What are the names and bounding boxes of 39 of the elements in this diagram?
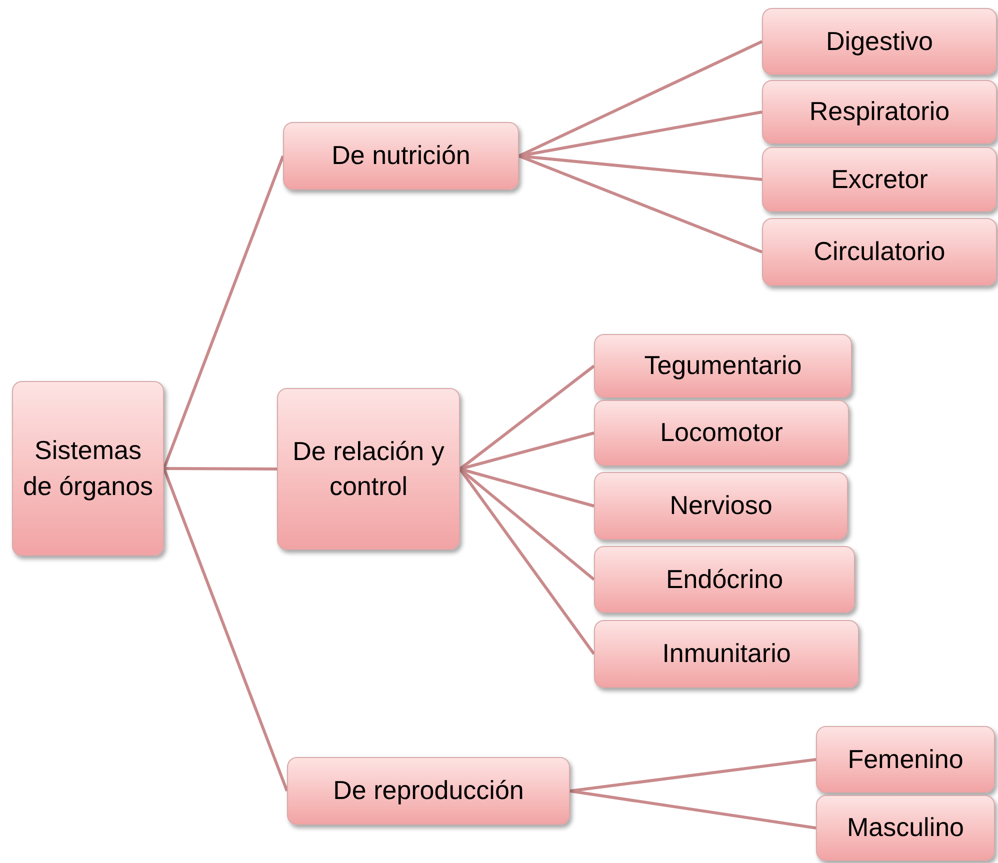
- connector-line: [162, 468, 288, 792]
- box-label: De nutrición: [332, 139, 470, 172]
- category-box: [594, 546, 855, 613]
- box-label: Nervioso: [670, 489, 772, 522]
- box-label: Tegumentario: [644, 349, 802, 382]
- category-box: [594, 620, 859, 688]
- box-label: Endócrino: [666, 562, 784, 596]
- box-label: Digestivo: [826, 24, 933, 58]
- box-label: Femenino: [848, 742, 964, 776]
- box-label: Respiratorio: [809, 95, 950, 128]
- category-box: [762, 147, 997, 212]
- box-label: De reproducción: [333, 774, 524, 808]
- box-label: Locomotor: [660, 416, 783, 450]
- box-label: Masculino: [846, 811, 964, 844]
- category-box: [287, 757, 570, 825]
- box-label: Inmunitario: [662, 637, 791, 670]
- category-box: [594, 472, 848, 540]
- connector-line: [518, 154, 763, 254]
- connector-line: [570, 790, 816, 830]
- category-box: [594, 334, 852, 398]
- category-box: [762, 218, 997, 286]
- connector-line: [570, 758, 816, 792]
- category-box: [762, 80, 997, 144]
- box-label: Sistemas de órganos: [22, 434, 154, 502]
- category-box: [12, 381, 164, 556]
- connector-line: [458, 468, 596, 655]
- box-label: De relación y control: [292, 434, 446, 503]
- category-box: [816, 726, 995, 793]
- box-label: Circulatorio: [814, 235, 946, 268]
- connector-line: [459, 364, 595, 470]
- category-box: [762, 8, 997, 75]
- category-box: [816, 795, 995, 861]
- connector-line: [518, 40, 763, 158]
- connector-line: [164, 467, 277, 470]
- box-label: Excretor: [831, 162, 928, 196]
- connector-line: [162, 155, 284, 470]
- category-box: [283, 122, 519, 190]
- category-box: [277, 388, 460, 550]
- category-box: [594, 400, 849, 466]
